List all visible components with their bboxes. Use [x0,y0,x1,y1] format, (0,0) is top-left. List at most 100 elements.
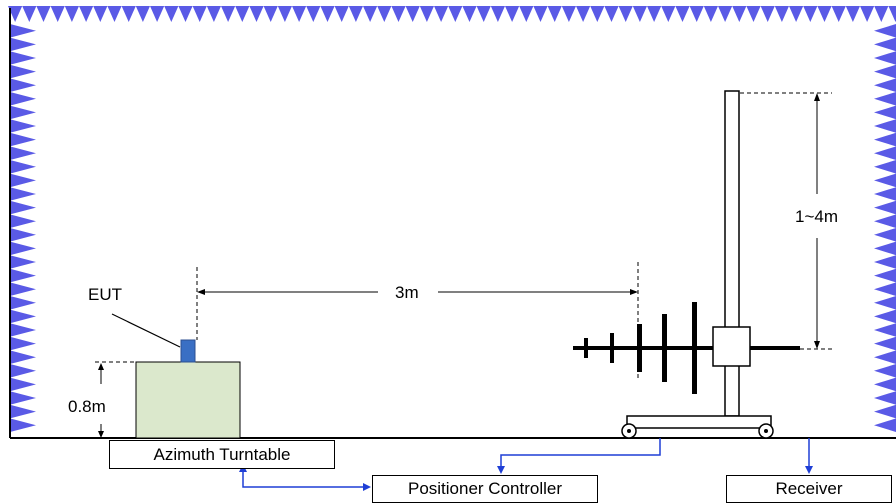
absorber-spike [292,6,307,22]
absorber-spike [10,160,36,174]
absorber-spike [874,64,896,79]
absorber-spike [874,350,896,364]
absorber-spike [561,6,576,22]
absorber-spike [604,6,619,22]
absorber-spike [10,377,36,392]
absorber-spike [107,6,122,22]
antenna-element-5 [692,302,697,394]
absorber-spike [888,6,896,22]
absorber-spike [10,350,36,364]
eut-device [180,339,196,363]
absorber-spike [874,37,896,52]
absorber-spike [746,6,761,22]
antenna-element-1 [584,338,588,358]
absorber-spike [789,6,804,22]
absorber-spike [647,6,662,22]
mast-wheel-left-hub [627,429,631,433]
absorber-spike [10,228,36,242]
absorber-spike [419,6,434,22]
absorber-spike [10,418,36,432]
absorber-spike [377,6,392,22]
absorber-spike [675,6,690,22]
absorber-spike [334,6,349,22]
absorber-spike [874,377,896,392]
absorber-spike [263,6,278,22]
absorber-spike [490,6,505,22]
absorber-spike [874,132,896,147]
absorber-spike [249,6,264,22]
absorber-spike [860,6,875,22]
absorber-spike [10,296,36,310]
antenna-element-2 [610,333,614,363]
absorber-spike [874,173,896,188]
absorber-spike [22,6,37,22]
absorber-spike [533,6,548,22]
absorber-spike [874,6,889,22]
absorber-spike [10,24,36,38]
absorber-spike [576,6,591,22]
absorber-spike [10,187,36,201]
absorber-spike [718,6,733,22]
table-height-arrowhead-down [98,431,104,438]
distance-label: 3m [395,283,419,302]
link-mast-arrowhead [497,466,505,474]
absorber-spike [135,6,150,22]
absorber-spike [348,6,363,22]
absorber-spike [10,364,36,378]
table-height-arrowhead-up [98,363,104,370]
absorber-spike [178,6,193,22]
absorber-spike [50,6,65,22]
azimuth-turntable-box: Azimuth Turntable [109,440,335,469]
absorber-spike [874,105,896,120]
absorber-spike [320,6,335,22]
absorber-spike [306,6,321,22]
absorber-spike [732,6,747,22]
absorber-spike [10,51,36,65]
absorber-spike [547,6,562,22]
absorber-spike [405,6,420,22]
mast-base [626,415,772,429]
absorber-spike [874,418,896,432]
top-absorber-spikes [8,6,896,22]
eut-table [135,361,241,439]
height-arrowhead-down [814,341,820,349]
absorber-spike [817,6,832,22]
absorber-spike [150,6,165,22]
absorber-spike [845,6,860,22]
absorber-spike [434,6,449,22]
height-arrowhead-up [814,93,820,101]
absorber-spike [703,6,718,22]
absorber-spike [277,6,292,22]
absorber-spike [874,78,896,92]
absorber-spike [874,200,896,215]
absorber-spike [476,6,491,22]
link-receiver-arrowhead [805,466,813,474]
absorber-spike [10,146,36,160]
absorber-spike [874,364,896,378]
absorber-spike [874,391,896,405]
antenna-mast [724,90,740,417]
distance-arrowhead-left [197,289,205,295]
absorber-spike [874,187,896,201]
absorber-spike [590,6,605,22]
absorber-spike [10,404,36,419]
absorber-spike [874,146,896,160]
antenna-element-3 [637,324,642,372]
absorber-spike [10,37,36,52]
absorber-spike [363,6,378,22]
mast-wheel-right-hub [764,429,768,433]
absorber-spike [36,6,51,22]
absorber-spike [10,323,36,337]
absorber-spike [874,255,896,269]
absorber-spike [632,6,647,22]
absorber-spike [206,6,221,22]
absorber-spike [874,160,896,174]
positioner-controller-box: Positioner Controller [372,475,598,503]
absorber-spike [79,6,94,22]
absorber-spike [831,6,846,22]
absorber-spike [93,6,108,22]
absorber-spike [874,296,896,310]
absorber-spike [10,92,36,106]
absorber-spike [874,24,896,38]
absorber-spike [164,6,179,22]
